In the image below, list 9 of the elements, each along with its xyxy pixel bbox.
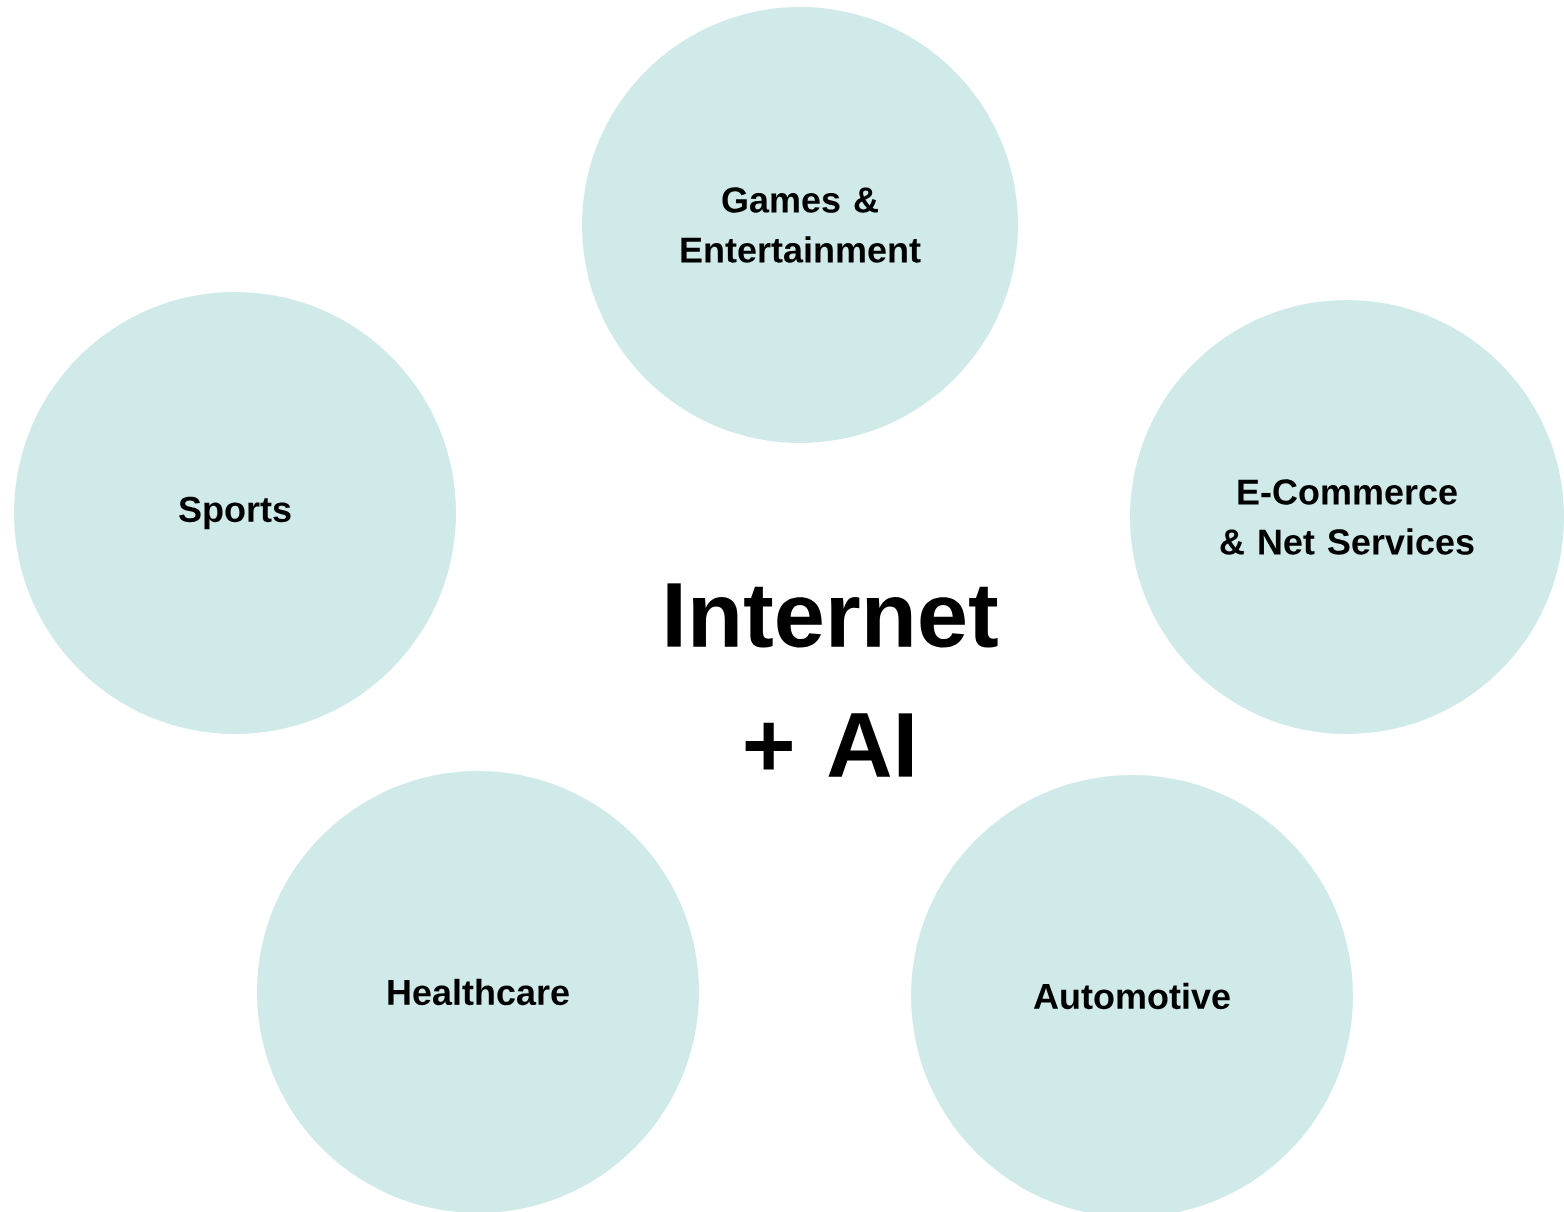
circle [582,7,1018,443]
center-title: Internet + AI [667,583,998,777]
circle [1130,300,1564,734]
circle-label: Games & Entertainment [681,187,921,263]
circle-label: E-Commerce & Net Services [1220,479,1474,555]
circle-label: Healthcare [388,978,569,1006]
circle-label: Automotive [1033,982,1230,1010]
circle-label: Sports [179,496,291,530]
circle [14,292,456,734]
